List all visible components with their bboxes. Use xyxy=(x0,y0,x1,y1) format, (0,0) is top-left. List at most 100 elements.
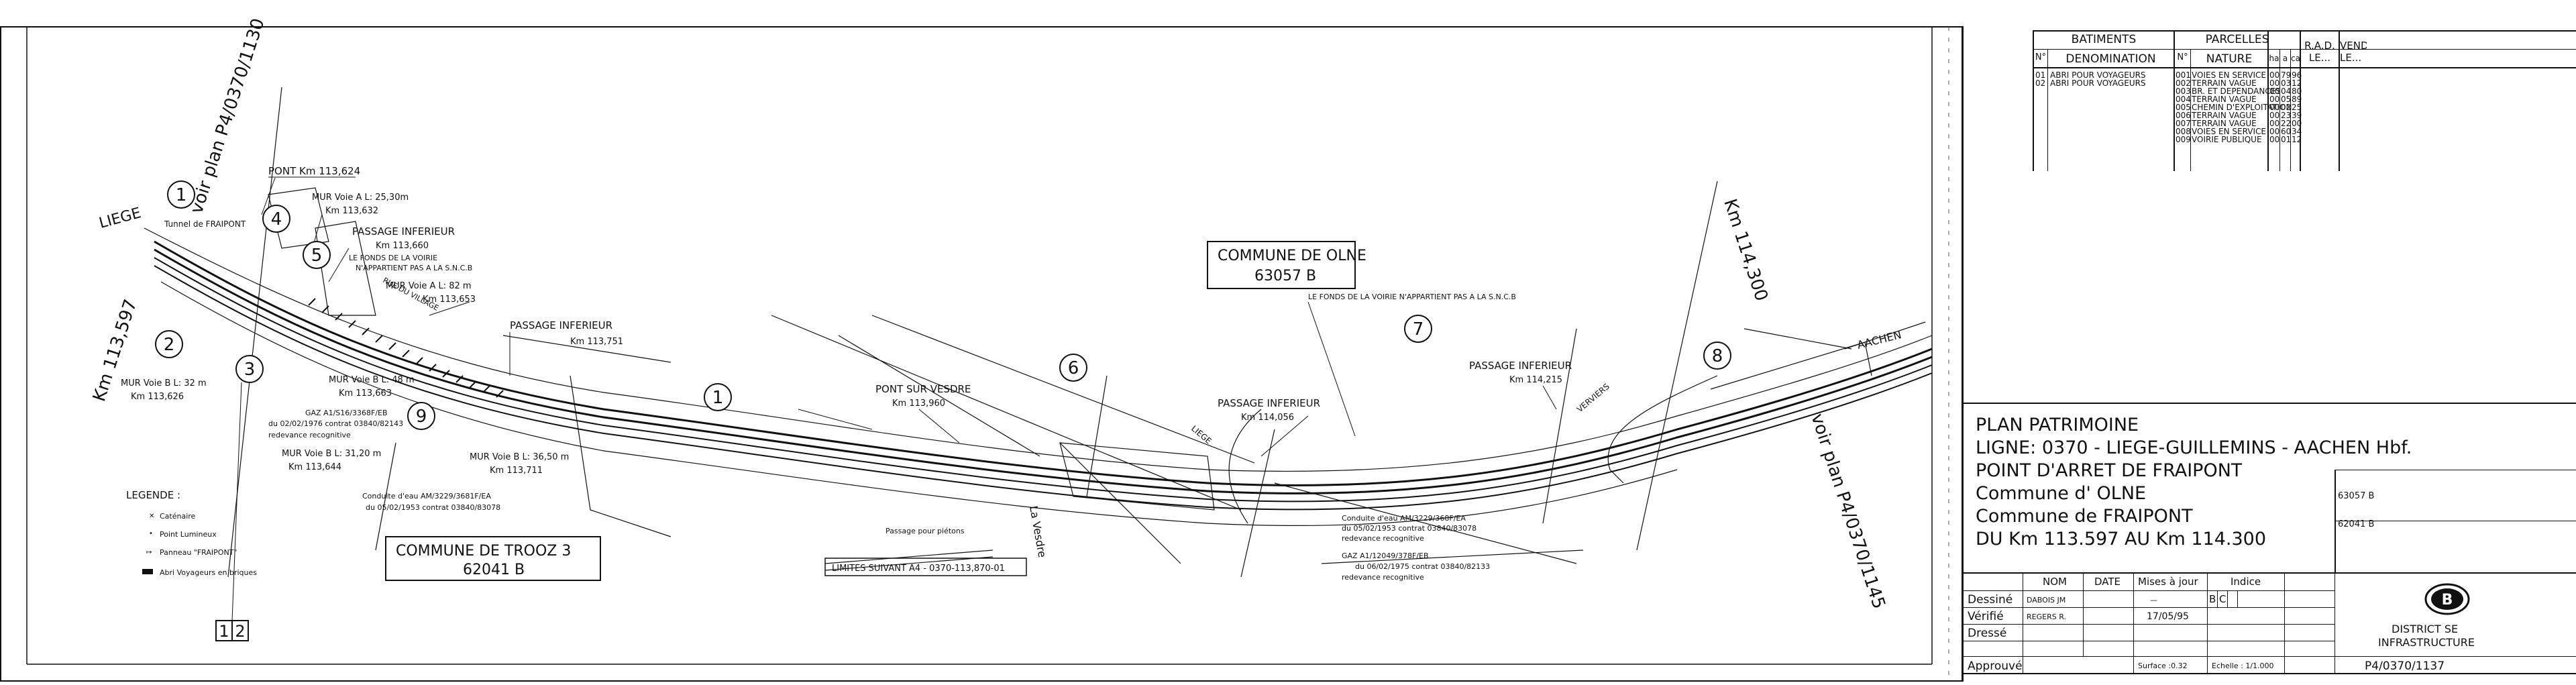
parc-ha: 00 xyxy=(2269,87,2280,95)
parc-ca: 96 xyxy=(2292,71,2302,79)
parc-n: 008 xyxy=(2176,127,2191,136)
commune1-code: 63057 B xyxy=(2338,491,2375,501)
parc-ca: 89 xyxy=(2292,95,2302,103)
marker-label: 8 xyxy=(1712,346,1723,366)
gaz-1-label: GAZ A1/S16/3368F/EB xyxy=(305,409,388,417)
mur-b3-km: Km 113,644 xyxy=(288,462,341,472)
parc-nature: BR. ET DEPENDANCES xyxy=(2192,87,2281,95)
col-vend: VENDU xyxy=(2340,40,2367,52)
col-nom: NOM xyxy=(2043,576,2067,588)
aachen-label: AACHEN xyxy=(1856,328,1902,352)
gaz-1c-label: redevance recognitive xyxy=(268,431,351,439)
marker-label: 6 xyxy=(1068,358,1079,378)
bat-name: ABRI POUR VOYAGEURS xyxy=(2050,79,2146,87)
fonds-1b-label: N'APPARTIENT PAS A LA S.N.C.B xyxy=(356,264,472,272)
parc-a: 79 xyxy=(2281,71,2292,79)
row-mise: 17/05/95 xyxy=(2147,611,2189,622)
legend: LEGENDE : ✕ Caténaire • Point Lumineux ↦… xyxy=(126,489,257,577)
mur-b2-km: Km 113,663 xyxy=(339,388,392,399)
row-label: Dessiné xyxy=(1968,593,2013,607)
parc-ca: 39 xyxy=(2292,111,2302,119)
marker-circle xyxy=(1703,341,1731,370)
parc-n: 007 xyxy=(2176,119,2191,127)
col-nature: NATURE xyxy=(2206,52,2253,66)
marker-label: 1 xyxy=(176,185,187,205)
tunnel-label: Tunnel de FRAIPONT xyxy=(164,219,246,229)
commune2-code: 62041 B xyxy=(2338,519,2375,529)
col-denomination: DENOMINATION xyxy=(2065,52,2156,66)
fonds-2-label: LE FONDS DE LA VOIRIE N'APPARTIENT PAS A… xyxy=(1308,293,1516,301)
parc-a: 23 xyxy=(2281,111,2292,119)
mur-a2-km: Km 113,653 xyxy=(423,295,476,305)
parc-nature: TERRAIN VAGUE xyxy=(2192,79,2257,87)
boundary-lines xyxy=(227,87,1926,578)
parc-nature: TERRAIN VAGUE xyxy=(2192,119,2257,127)
parc-ha: 00 xyxy=(2269,95,2280,103)
bat-n: 02 xyxy=(2035,79,2046,87)
col-rad-le: LE... xyxy=(2308,52,2331,64)
parc-ha: 00 xyxy=(2269,103,2280,111)
indice-value: B xyxy=(2209,593,2216,605)
bat-name: ABRI POUR VOYAGEURS xyxy=(2050,71,2146,79)
parc-ca: 12 xyxy=(2292,79,2302,87)
gaz-2c-label: redevance recognitive xyxy=(1342,573,1424,582)
boxed-markers: 1 2 xyxy=(215,382,249,641)
marker-label: 2 xyxy=(164,335,175,355)
parc-nature: CHEMIN D'EXPLOITATION xyxy=(2192,103,2292,111)
plan-title: PLAN PATRIMOINE xyxy=(1976,415,2139,435)
passage-inf-4-km: Km 114,215 xyxy=(1509,375,1562,385)
col-mises: Mises à jour xyxy=(2138,576,2198,588)
svg-text:↦: ↦ xyxy=(146,549,152,556)
svg-text:•: • xyxy=(149,530,153,537)
bat-n: 01 xyxy=(2035,71,2046,79)
passage-inf-1-label: PASSAGE INFERIEUR xyxy=(352,225,455,238)
col-indice: Indice xyxy=(2231,576,2261,588)
parc-a: 22 xyxy=(2281,119,2292,127)
liege-label: LIEGE xyxy=(97,205,143,232)
voir-plan-left-label: voir plan P4/0370/1130 xyxy=(186,16,268,216)
legend-item: Point Lumineux xyxy=(160,530,217,539)
parcel-table: BATIMENTS PARCELLES R.A.D. LE... VENDU L… xyxy=(2033,30,2576,171)
commune-olne-title: Commune d' OLNE xyxy=(1976,483,2147,504)
parc-nature: VOIRIE PUBLIQUE xyxy=(2192,136,2262,144)
gaz-2b-label: du 06/02/1975 contrat 03840/82133 xyxy=(1355,562,1490,571)
track-bundle xyxy=(144,227,1933,527)
parc-nature: TERRAIN VAGUE xyxy=(2192,95,2257,103)
parc-nature: TERRAIN VAGUE xyxy=(2192,111,2257,119)
mur-a1-km: Km 113,632 xyxy=(325,206,378,216)
mur-b4-km: Km 113,711 xyxy=(490,466,543,476)
col-parcelles: PARCELLES xyxy=(2205,33,2269,46)
point-label: POINT D'ARRET DE FRAIPONT xyxy=(1976,460,2243,481)
parc-a: 60 xyxy=(2281,127,2292,136)
pont-label: PONT Km 113,624 xyxy=(268,165,360,177)
circled-markers xyxy=(155,180,1731,430)
parc-a: 05 xyxy=(2281,95,2292,103)
commune-olne-code: 63057 B xyxy=(1254,268,1316,284)
conduite-2c-label: redevance recognitive xyxy=(1342,534,1424,543)
col-vend-le: LE... xyxy=(2340,52,2362,64)
legend-title: LEGENDE : xyxy=(126,489,180,501)
row-nom: REGERS R. xyxy=(2027,613,2066,621)
parc-a: 03 xyxy=(2281,79,2292,87)
marker-circle xyxy=(1404,315,1432,343)
marker-circle xyxy=(704,383,732,411)
echelle-label: Echelle : 1/1.000 xyxy=(2212,662,2274,670)
conduite-2-label: Conduite d'eau AM/3229/368F/EA xyxy=(1342,514,1466,523)
parc-ca: 00 xyxy=(2292,119,2302,127)
title-block: PLAN PATRIMOINE LIGNE: 0370 - LIEGE-GUIL… xyxy=(1962,403,2576,674)
gaz-1b-label: du 02/02/1976 contrat 03840/82143 xyxy=(268,419,403,428)
passage-pietons-label: Passage pour piétons xyxy=(885,527,965,535)
passage-inf-2-km: Km 113,751 xyxy=(570,337,623,347)
parc-n: 004 xyxy=(2176,95,2191,103)
boxed-label: 1 xyxy=(219,622,229,641)
parc-ha: 00 xyxy=(2269,111,2280,119)
leader-lines xyxy=(261,177,1557,457)
col-n-parc: N° xyxy=(2177,52,2188,62)
circled-marker-labels: 1 2 3 4 5 9 1 6 7 8 xyxy=(164,185,1723,427)
row-mise: — xyxy=(2150,596,2157,604)
mur-b1-label: MUR Voie B L: 32 m xyxy=(121,378,207,388)
conduite-2b-label: du 05/02/1953 contrat 03840/83078 xyxy=(1342,524,1477,533)
logo-letter: B xyxy=(2442,592,2453,609)
legend-item: Caténaire xyxy=(160,512,196,521)
